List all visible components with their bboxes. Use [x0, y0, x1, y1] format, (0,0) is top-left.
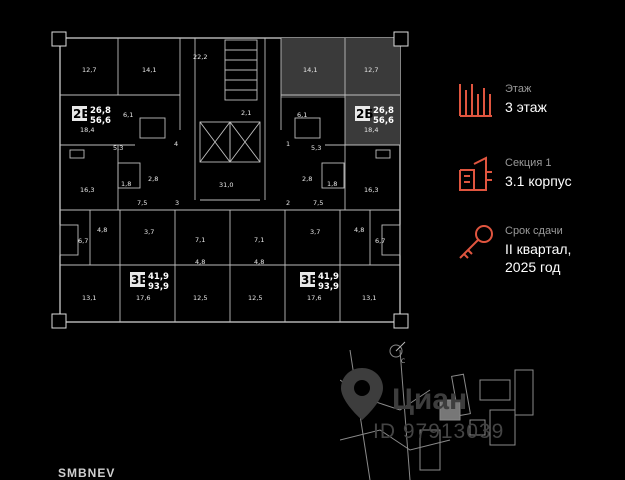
svg-text:6,1: 6,1	[123, 111, 133, 119]
svg-text:31,0: 31,0	[219, 181, 233, 189]
svg-text:12,5: 12,5	[193, 294, 207, 302]
section-label: Секция 1	[505, 157, 552, 169]
svg-text:7,5: 7,5	[313, 199, 323, 207]
svg-text:14,1: 14,1	[142, 66, 156, 74]
svg-text:13,1: 13,1	[362, 294, 376, 302]
flat-badge-right-top[interactable]: 2Б 26,8 56,6	[355, 106, 394, 126]
svg-text:1,8: 1,8	[327, 180, 337, 188]
svg-text:13,1: 13,1	[82, 294, 96, 302]
svg-text:3Б: 3Б	[301, 273, 319, 287]
svg-text:3,7: 3,7	[310, 228, 320, 236]
svg-text:2Б: 2Б	[73, 107, 91, 121]
corner-tr	[393, 31, 409, 47]
svg-text:4,8: 4,8	[97, 226, 107, 234]
selected-flat-top	[281, 38, 400, 98]
flat-badge-left-top[interactable]: 2Б 26,8 56,6	[72, 106, 111, 126]
deadline-label: Срок сдачи	[505, 225, 563, 237]
svg-text:93,9: 93,9	[148, 282, 169, 292]
svg-text:6,7: 6,7	[78, 237, 88, 245]
svg-text:41,9: 41,9	[318, 272, 339, 282]
svg-text:4,8: 4,8	[354, 226, 364, 234]
svg-text:2,8: 2,8	[148, 175, 158, 183]
svg-text:16,3: 16,3	[80, 186, 94, 194]
floor-plan: 12,7 14,1 22,2 6,1 18,4 5,3 4 2,1 16,3 1…	[51, 31, 409, 329]
svg-text:6,1: 6,1	[297, 111, 307, 119]
svg-text:3,7: 3,7	[144, 228, 154, 236]
svg-text:12,7: 12,7	[364, 66, 378, 74]
svg-text:4,8: 4,8	[254, 258, 264, 266]
corner-br	[393, 313, 409, 329]
svg-text:5,3: 5,3	[311, 144, 321, 152]
svg-text:93,9: 93,9	[318, 282, 339, 292]
key-icon	[459, 225, 493, 259]
svg-text:2,1: 2,1	[241, 109, 251, 117]
corner-tl	[51, 31, 67, 47]
room-labels-left: 12,7 14,1 22,2 6,1 18,4 5,3 4 2,1 16,3 1…	[78, 53, 251, 302]
cian-watermark-pin-icon	[341, 368, 383, 420]
section-value: 3.1 корпус	[505, 173, 572, 189]
svg-text:6,7: 6,7	[375, 237, 385, 245]
svg-text:26,8: 26,8	[373, 106, 394, 116]
building-floors-icon	[459, 84, 492, 117]
svg-text:12,7: 12,7	[82, 66, 96, 74]
svg-text:4: 4	[174, 140, 178, 148]
svg-text:4,8: 4,8	[195, 258, 205, 266]
svg-text:18,4: 18,4	[80, 126, 94, 134]
svg-text:22,2: 22,2	[193, 53, 207, 61]
svg-text:12,5: 12,5	[248, 294, 262, 302]
interior-walls	[59, 38, 401, 322]
compass-icon: С	[389, 341, 406, 365]
flat-badge-left-bottom[interactable]: 3Б 41,9 93,9	[130, 272, 169, 292]
svg-text:16,3: 16,3	[364, 186, 378, 194]
selected-flat-living	[345, 90, 400, 145]
svg-text:56,6: 56,6	[373, 116, 394, 126]
floor-value: 3 этаж	[505, 99, 547, 115]
svg-text:7,5: 7,5	[137, 199, 147, 207]
svg-text:26,8: 26,8	[90, 106, 111, 116]
svg-text:7,1: 7,1	[195, 236, 205, 244]
svg-text:3Б: 3Б	[131, 273, 149, 287]
svg-text:17,6: 17,6	[307, 294, 321, 302]
svg-text:С: С	[401, 358, 405, 365]
room-labels-right: 14,1 12,7 6,1 18,4 5,3 1 2,8 1,8 16,3 2 …	[248, 66, 385, 302]
deadline-value-line1: II квартал,	[505, 241, 572, 257]
watermark-id: ID 97913039	[373, 420, 505, 443]
deadline-value: II квартал, 2025 год	[505, 240, 571, 276]
svg-text:1: 1	[286, 140, 290, 148]
svg-text:56,6: 56,6	[90, 116, 111, 126]
watermark-brand: Циан	[392, 383, 468, 416]
svg-text:2: 2	[286, 199, 290, 207]
floor-label: Этаж	[505, 83, 532, 95]
section-building-icon	[459, 156, 492, 191]
floor-info: Этаж 3 этаж	[456, 80, 625, 140]
svg-text:1,8: 1,8	[121, 180, 131, 188]
svg-text:18,4: 18,4	[364, 126, 378, 134]
svg-text:2,8: 2,8	[302, 175, 312, 183]
flat-badge-right-bottom[interactable]: 3Б 41,9 93,9	[300, 272, 339, 292]
section-info: Секция 1 3.1 корпус	[456, 154, 625, 214]
corner-bl	[51, 313, 67, 329]
svg-text:3: 3	[175, 199, 179, 207]
bottom-logo: SMBNEV	[58, 466, 116, 480]
svg-text:14,1: 14,1	[303, 66, 317, 74]
svg-text:41,9: 41,9	[148, 272, 169, 282]
svg-text:17,6: 17,6	[136, 294, 150, 302]
svg-text:2Б: 2Б	[356, 107, 374, 121]
deadline-info: Срок сдачи II квартал, 2025 год	[456, 222, 625, 282]
svg-text:7,1: 7,1	[254, 236, 264, 244]
deadline-value-line2: 2025 год	[505, 259, 561, 275]
svg-text:5,3: 5,3	[113, 144, 123, 152]
